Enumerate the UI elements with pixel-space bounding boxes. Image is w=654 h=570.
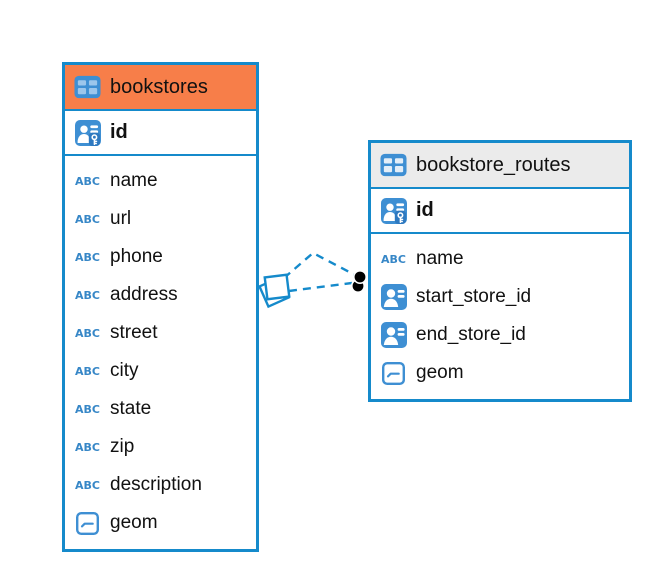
geometry-type-icon [382,361,405,385]
primary-key-row[interactable]: id [65,111,256,156]
geometry-type-icon [76,511,99,535]
text-type-icon: ABC [75,174,100,188]
column-row[interactable]: ABC state [74,390,247,428]
column-row[interactable]: start_store_id [380,278,620,316]
column-row[interactable]: geom [380,354,620,392]
text-type-icon: ABC [75,440,100,454]
column-row[interactable]: ABC street [74,314,247,352]
column-row[interactable]: ABC city [74,352,247,390]
column-name: name [416,248,464,269]
column-name: city [110,360,139,381]
column-name: description [110,474,202,495]
text-type-icon: ABC [75,288,100,302]
table-bookstore-routes[interactable]: bookstore_routes id ABC name start_store_i… [368,140,632,402]
column-row[interactable]: geom [74,504,247,542]
text-type-icon: ABC [75,402,100,416]
column-name: state [110,398,152,419]
column-row[interactable]: ABC address [74,276,247,314]
relationship-target-marker-dots[interactable] [350,269,367,293]
column-name: geom [416,362,464,383]
column-name: phone [110,246,163,267]
reference-type-icon [380,284,407,310]
table-header-bookstores[interactable]: bookstores [65,65,256,111]
column-row[interactable]: ABC phone [74,238,247,276]
primary-key-icon [74,119,101,146]
primary-key-row[interactable]: id [371,189,629,234]
column-name: name [110,170,158,191]
column-row[interactable]: end_store_id [380,316,620,354]
text-type-icon: ABC [75,364,100,378]
text-type-icon: ABC [75,326,100,340]
column-row[interactable]: ABC description [74,466,247,504]
column-name: end_store_id [416,324,526,345]
relationship-line-upper[interactable] [283,251,358,279]
column-name: zip [110,436,135,457]
text-type-icon: ABC [75,250,100,264]
column-row[interactable]: ABC name [380,240,620,278]
primary-key-icon [380,197,407,224]
column-name: geom [110,512,158,533]
text-type-icon: ABC [75,478,100,492]
column-name: street [110,322,158,343]
relationship-line-lower[interactable] [288,281,353,293]
relationship-source-marker-stacked-squares[interactable] [257,273,291,309]
column-row[interactable]: ABC name [74,162,247,200]
table-header-bookstore-routes[interactable]: bookstore_routes [371,143,629,189]
column-name: address [110,284,178,305]
column-row[interactable]: ABC url [74,200,247,238]
column-name: url [110,208,132,229]
table-title: bookstores [110,75,208,98]
column-name: start_store_id [416,286,532,307]
column-row[interactable]: ABC zip [74,428,247,466]
table-title: bookstore_routes [416,153,571,176]
text-type-icon: ABC [381,252,406,266]
reference-type-icon [380,322,407,348]
table-icon [74,75,101,99]
table-icon [380,153,407,177]
primary-key-name: id [416,199,434,221]
text-type-icon: ABC [75,212,100,226]
primary-key-name: id [110,121,128,143]
